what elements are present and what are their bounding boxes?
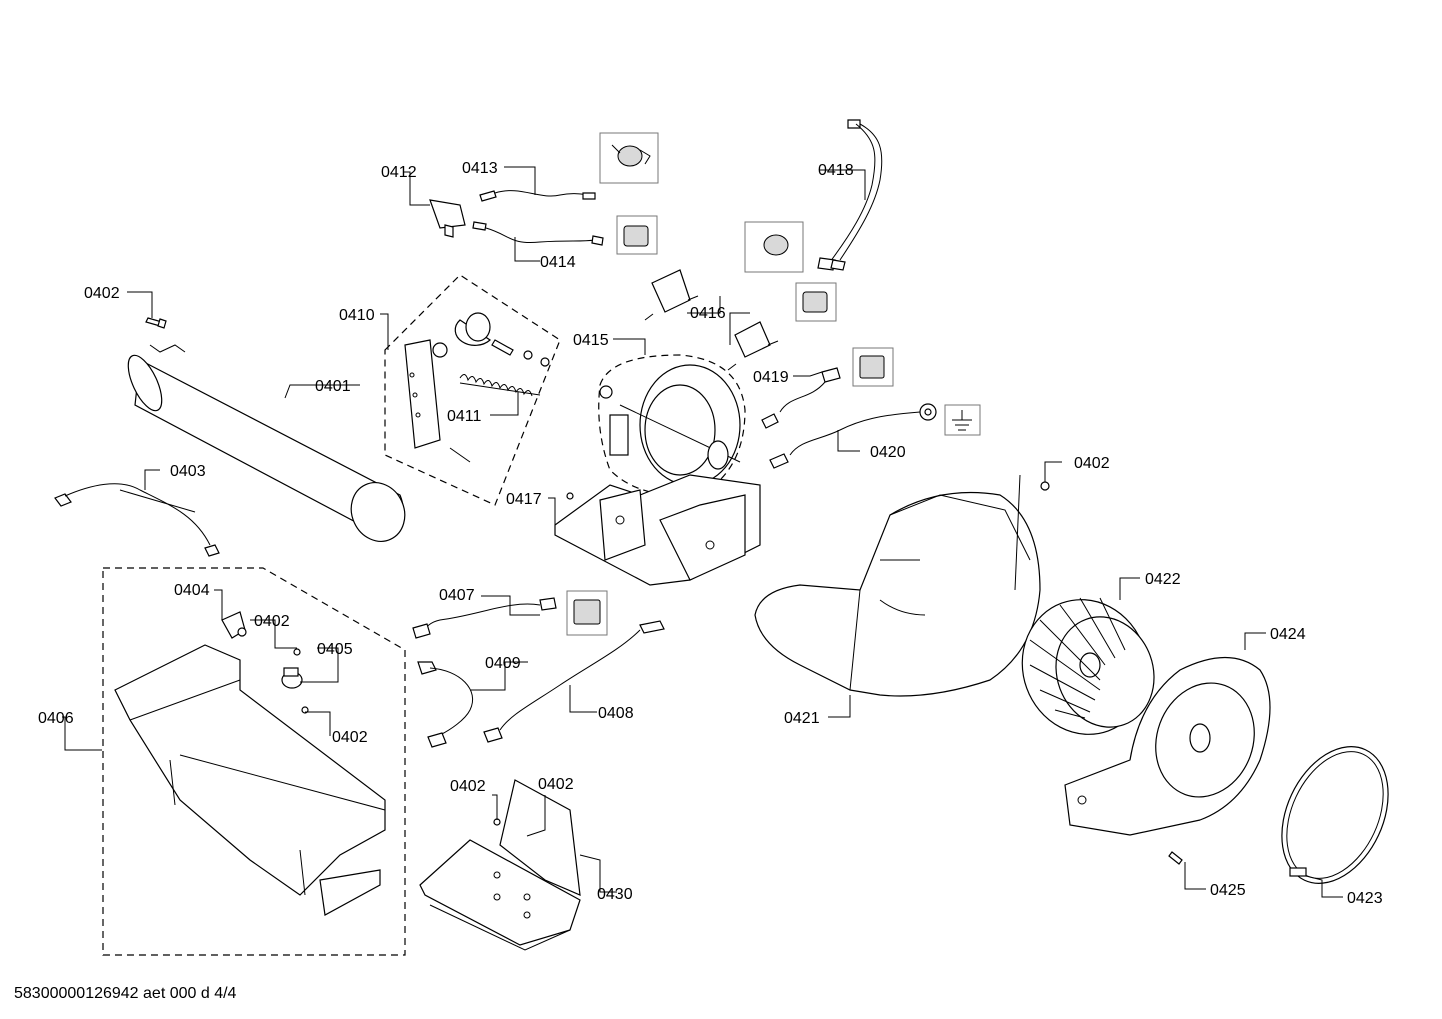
part-0411-spring[interactable] — [459, 374, 541, 397]
part-0414-cable[interactable] — [472, 221, 604, 246]
part-0424-fan-cover[interactable] — [1064, 656, 1271, 836]
part-0405-thermal-fuse[interactable] — [281, 667, 303, 689]
label-0416: 0416 — [690, 305, 726, 322]
part-0419-reference-box — [852, 347, 894, 387]
label-0402-d: 0402 — [450, 778, 486, 795]
part-0403-sensor-cable[interactable] — [54, 483, 220, 557]
part-0410-bracket[interactable] — [404, 312, 550, 463]
screw-0402-b[interactable] — [1040, 481, 1050, 491]
label-0405: 0405 — [317, 641, 353, 658]
part-0417-base[interactable] — [554, 474, 761, 586]
part-0416-clamps[interactable] — [644, 269, 779, 371]
part-0412-switch[interactable] — [429, 199, 466, 238]
label-0402-e: 0402 — [538, 776, 574, 793]
part-0407-reference-box — [566, 590, 608, 636]
part-0418-reference-box-a — [744, 221, 804, 273]
label-0402-a: 0402 — [84, 285, 120, 302]
part-0415-motor[interactable] — [599, 364, 741, 486]
part-0413-cable[interactable] — [479, 190, 596, 202]
label-0414: 0414 — [540, 254, 576, 271]
label-0401: 0401 — [315, 378, 351, 395]
group-outline-0410 — [384, 274, 561, 506]
label-0404: 0404 — [174, 582, 210, 599]
label-0417: 0417 — [506, 491, 542, 508]
part-0419-cable[interactable] — [761, 367, 841, 429]
label-0430: 0430 — [597, 886, 633, 903]
label-0402-b: 0402 — [254, 613, 290, 630]
part-0401-duct-tube[interactable] — [121, 344, 414, 550]
part-0409-cable[interactable] — [417, 661, 473, 748]
label-0409: 0409 — [485, 655, 521, 672]
label-0406: 0406 — [38, 710, 74, 727]
document-id-footer: 58300000126942 aet 000 d 4/4 — [14, 985, 237, 1002]
part-0408-cable[interactable] — [483, 620, 665, 743]
screw-0425[interactable] — [1168, 851, 1183, 865]
label-0423: 0423 — [1347, 890, 1383, 907]
label-0422: 0422 — [1145, 571, 1181, 588]
part-labels: 0402 0401 0410 0411 0412 0413 0414 0416 … — [38, 160, 1383, 907]
label-0412: 0412 — [381, 164, 417, 181]
label-0402-f: 0402 — [1074, 455, 1110, 472]
part-0418-reference-box-b — [795, 282, 837, 322]
screw-0402-a[interactable] — [145, 317, 167, 329]
group-outline-0406 — [102, 567, 406, 956]
label-0424: 0424 — [1270, 626, 1306, 643]
label-0403: 0403 — [170, 463, 206, 480]
part-0422-fan-wheel[interactable] — [1003, 582, 1169, 752]
part-0430-bracket[interactable] — [419, 779, 581, 951]
label-0420: 0420 — [870, 444, 906, 461]
label-0402-c: 0402 — [332, 729, 368, 746]
label-0415: 0415 — [573, 332, 609, 349]
label-0413: 0413 — [462, 160, 498, 177]
part-0413-reference-box — [599, 132, 659, 184]
part-0414-reference-box — [616, 215, 658, 255]
part-0407-cable[interactable] — [412, 597, 557, 639]
label-0425: 0425 — [1210, 882, 1246, 899]
part-0418-cable[interactable] — [817, 119, 883, 271]
leader-lines — [62, 166, 1343, 898]
label-0421: 0421 — [784, 710, 820, 727]
label-0419: 0419 — [753, 369, 789, 386]
part-0406-heater-housing[interactable] — [114, 644, 386, 916]
ground-symbol-box — [944, 404, 981, 436]
part-0423-gasket-ring[interactable] — [1261, 729, 1409, 900]
label-0407: 0407 — [439, 587, 475, 604]
label-0411: 0411 — [447, 408, 482, 425]
part-0421-blower-housing[interactable] — [754, 474, 1041, 697]
part-0404-thermostat[interactable] — [221, 611, 247, 639]
label-0418: 0418 — [818, 162, 854, 179]
label-0408: 0408 — [598, 705, 634, 722]
part-0420-ground-cable[interactable] — [769, 403, 937, 469]
label-0410: 0410 — [339, 307, 375, 324]
group-outline-0415 — [598, 354, 746, 497]
